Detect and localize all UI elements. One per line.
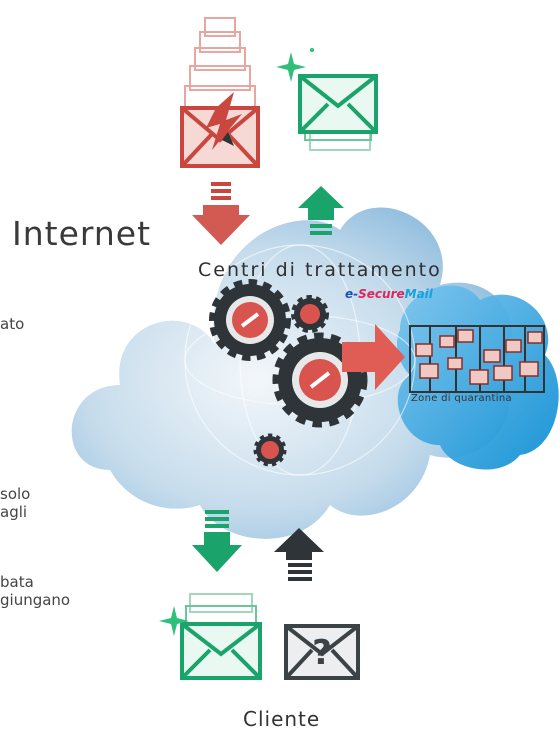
left-text-fragment: ato: [0, 315, 25, 333]
left-text-fragment: agli: [0, 503, 28, 521]
secure-mail-icon: [298, 74, 378, 151]
arrow-down-red-icon: [192, 182, 250, 245]
arrow-right-red-icon: [342, 324, 405, 390]
gear-icon: [272, 332, 368, 428]
left-text-fragment: giungano: [0, 591, 71, 609]
gear-icon: [253, 433, 287, 467]
malware-mail-icon: [180, 92, 260, 168]
arrow-down-green-icon: [192, 510, 242, 572]
malware-mail-stack-icon: [184, 17, 256, 113]
unknown-mail-icon: ?: [284, 624, 360, 680]
svg-text:?: ?: [312, 633, 332, 673]
sparkle-icon: [276, 48, 314, 82]
internet-label: Internet: [12, 214, 152, 253]
arrow-up-green-icon: [298, 186, 344, 235]
sparkle-icon: [159, 606, 189, 636]
arrow-up-dark-icon: [274, 528, 324, 581]
brand-part-1: e-: [345, 287, 359, 301]
left-text-fragment: bata: [0, 573, 34, 591]
gear-icon: [291, 295, 329, 333]
quarantine-grid-icon: [409, 325, 545, 393]
client-label: Cliente: [243, 707, 321, 731]
left-text-fragment: solo: [0, 485, 31, 503]
brand-part-2: Secure: [358, 287, 405, 301]
processing-centers-label: Centri di trattamento: [198, 259, 442, 281]
client-mail-icon: [180, 593, 262, 680]
quarantined-mail-icons: [415, 329, 543, 385]
gear-icon: [209, 279, 291, 361]
quarantine-label: Zone di quarantina: [411, 393, 512, 404]
brand-logo: e-SecureMail: [345, 287, 433, 301]
brand-part-3: Mail: [404, 287, 433, 301]
